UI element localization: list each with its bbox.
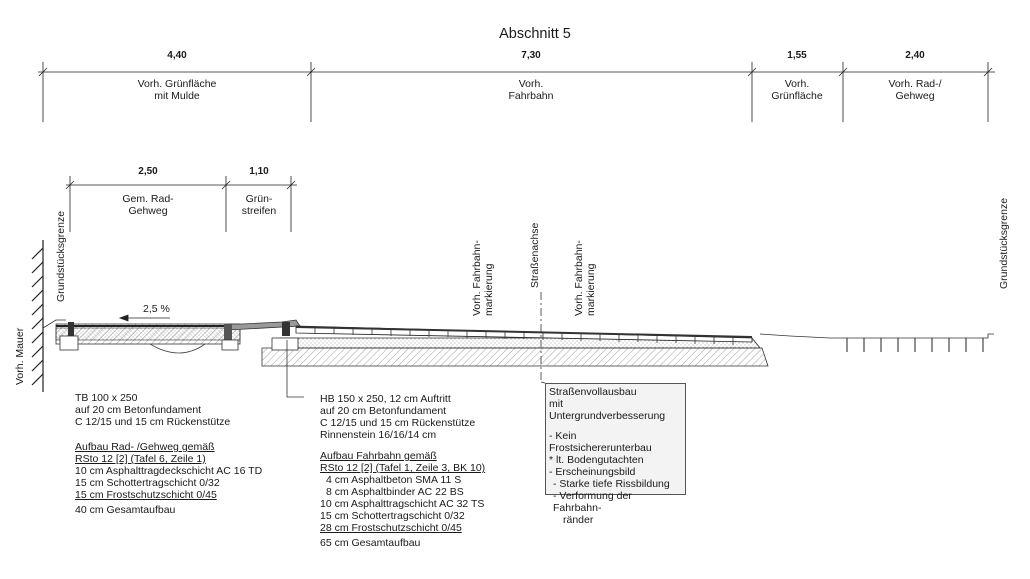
planned-dimension-chain — [65, 176, 297, 232]
fahrbahn-total: 65 cm Gesamtaufbau — [320, 537, 421, 549]
dim-value-fahrbahn: 7,30 — [521, 50, 541, 61]
road-section — [261, 322, 769, 367]
label-markierung-left-1: Vorh. Fahrbahn- — [471, 240, 483, 316]
label-grenze-left: Grundstücksgrenze — [55, 210, 67, 302]
dim-value-gruenstreifen: 1,10 — [249, 166, 269, 177]
tb-note-line: TB 100 x 250 — [75, 392, 138, 404]
radweg-heading2: RSto 12 [2] (Tafel 6, Zeile 1) — [75, 453, 206, 465]
slope-arrow — [118, 314, 170, 322]
info-box-line1: Straßenvollausbau — [549, 386, 637, 398]
info-box-line2: mit Untergrundverbesserung — [549, 398, 666, 422]
dim-value-gruenflaeche: 4,40 — [167, 50, 187, 61]
label-gruenstreifen-line2: streifen — [241, 205, 277, 217]
info-box-item: * lt. Bodengutachten — [549, 454, 644, 466]
label-grenze-right: Grundstücksgrenze — [998, 197, 1010, 289]
radweg-total: 40 cm Gesamtaufbau — [75, 504, 176, 516]
radweg-layer: 10 cm Asphalttragdeckschicht AC 16 TD — [75, 465, 263, 477]
label-mauer: Vorh. Mauer — [14, 327, 26, 385]
info-box-item: - Kein Frostsichererunterbau — [549, 430, 652, 454]
label-gruenstreifen-line1: Grün- — [245, 193, 273, 205]
hb-note-line: HB 150 x 250, 12 cm Auftritt — [320, 393, 451, 405]
radweg-layer: 15 cm Frostschutzschicht 0/45 — [75, 489, 217, 501]
tb-note: TB 100 x 250 auf 20 cm Betonfundament C … — [75, 392, 230, 428]
label-gruenflaeche-line2: mit Mulde — [154, 90, 200, 102]
info-box-item: - Verformung der Fahrbahn- — [553, 490, 632, 514]
tb-note-line: C 12/15 und 15 cm Rückenstütze — [75, 416, 231, 428]
ground-line — [42, 319, 994, 339]
hb-note: HB 150 x 250, 12 cm Auftritt auf 20 cm B… — [320, 393, 475, 441]
radweg-heading1: Aufbau Rad- /Gehweg gemäß — [75, 441, 215, 453]
fence-posts — [846, 338, 984, 352]
hb-note-line: C 12/15 und 15 cm Rückenstütze — [320, 417, 476, 429]
label-markierung-right-2: markierung — [585, 263, 597, 316]
label-gruenflaeche2-line1: Vorh. — [784, 78, 810, 90]
hb-note-line: Rinnenstein 16/16/14 cm — [320, 429, 437, 441]
top-dimension-chain — [38, 62, 995, 122]
label-markierung-right-1: Vorh. Fahrbahn- — [573, 240, 585, 316]
wall-hatch — [31, 240, 44, 392]
dim-value-geh-radweg: 2,50 — [138, 166, 158, 177]
fahrbahn-heading2: RSto 12 [2] (Tafel 1, Zeile 3, BK 10) — [320, 462, 486, 474]
fahrbahn-layer: 4 cm Asphaltbeton SMA 11 S — [326, 474, 462, 486]
fahrbahn-build: Aufbau Fahrbahn gemäß RSto 12 [2] (Tafel… — [320, 450, 485, 549]
label-fahrbahn-line2: Fahrbahn — [508, 90, 554, 102]
fahrbahn-heading1: Aufbau Fahrbahn gemäß — [320, 450, 437, 462]
label-strassenachse: Straßenachse — [529, 222, 541, 288]
tb-note-line: auf 20 cm Betonfundament — [75, 404, 202, 416]
label-geh-radweg-line1: Gem. Rad- — [122, 193, 174, 205]
info-box-item: ränder — [563, 514, 594, 526]
curb-stone-hb — [282, 322, 290, 336]
info-box: Straßenvollausbau mit Untergrundverbesse… — [545, 383, 686, 526]
hb-note-line: auf 20 cm Betonfundament — [320, 405, 447, 417]
bike-path-section — [55, 322, 241, 354]
section-title: Abschnitt 5 — [499, 26, 571, 42]
fahrbahn-layer: 28 cm Frostschutzschicht 0/45 — [320, 522, 462, 534]
label-radweg-line1: Vorh. Rad-/ — [888, 78, 942, 90]
info-box-item: - Starke tiefe Rissbildung — [553, 478, 670, 490]
fahrbahn-layer: 15 cm Schottertragschicht 0/32 — [320, 510, 465, 522]
label-fahrbahn-line1: Vorh. — [518, 78, 544, 90]
dim-value-radweg: 2,40 — [905, 50, 925, 61]
dim-value-gruenflaeche-2: 1,55 — [787, 50, 807, 61]
fahrbahn-layer: 10 cm Asphalttragschicht AC 32 TS — [320, 498, 485, 510]
fahrbahn-layer: 8 cm Asphaltbinder AC 22 BS — [326, 486, 464, 498]
label-markierung-left-2: markierung — [483, 263, 495, 316]
info-box-item: - Erscheinungsbild — [549, 466, 636, 478]
slope-label: 2,5 % — [143, 303, 170, 315]
label-geh-radweg-line2: Gehweg — [128, 205, 168, 217]
label-radweg-line2: Gehweg — [895, 90, 935, 102]
leader-lines — [286, 340, 546, 398]
radweg-layer: 15 cm Schottertragschicht 0/32 — [75, 477, 220, 489]
label-gruenflaeche2-line2: Grünfläche — [771, 90, 823, 102]
label-gruenflaeche-line1: Vorh. Grünfläche — [137, 78, 217, 90]
radweg-build: Aufbau Rad- /Gehweg gemäß RSto 12 [2] (T… — [75, 441, 262, 516]
curb-stone-tb — [68, 322, 74, 336]
